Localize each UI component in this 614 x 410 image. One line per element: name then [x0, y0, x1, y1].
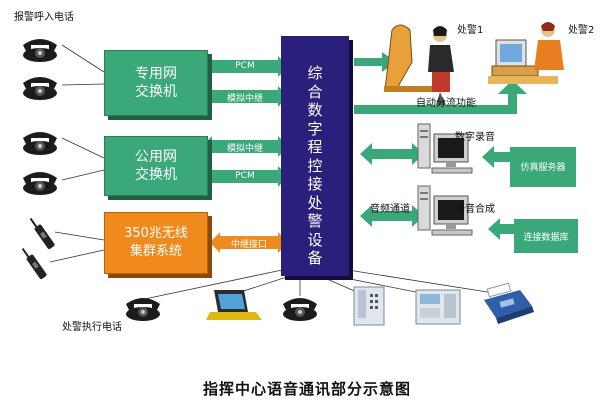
connector-lines: [49, 44, 501, 301]
telephone-icon: [23, 172, 57, 195]
officer2-label: 处警2: [568, 25, 595, 36]
link-arrows: [202, 56, 288, 253]
radio-handset-icon: [21, 247, 48, 280]
auto-dispatch-label: 自动分流功能: [416, 98, 476, 109]
diagram-caption: 指挥中心语音通讯部分示意图: [202, 380, 411, 398]
dispatch-phone-label: 处警执行电话: [62, 322, 122, 333]
telephone-icon: [126, 298, 160, 321]
voice-synth-label: 语音合成: [455, 204, 495, 215]
database-link-box: [514, 219, 578, 253]
pcm-link-label: PCM: [235, 61, 255, 71]
operator-desk-icon: [488, 22, 564, 84]
officer1-label: 处警1: [457, 25, 484, 36]
pcm-link-label: PCM: [235, 171, 255, 181]
telephone-icon: [283, 298, 317, 321]
radio-handset-icon: [29, 217, 56, 250]
analog-trunk-label: 模拟中继: [226, 144, 263, 154]
private-switch-box: 专用网 交换机: [104, 50, 208, 116]
core-device-label: 综 合 数 字 程 控 接 处 警 设 备: [307, 64, 323, 267]
analog-trunk-label: 模拟中继: [226, 94, 263, 104]
simulation-service-box: [510, 147, 576, 187]
core-device-box: [281, 36, 349, 276]
telephone-icon: [23, 77, 57, 100]
alarm-incoming-label: 报警呼入电话: [14, 12, 74, 23]
database-link-label: 连接数据库: [523, 233, 569, 243]
trunk-system-box: 350兆无线 集群系统: [104, 212, 208, 274]
laptop-icon: [206, 290, 262, 320]
wall-phone-icon: [353, 286, 385, 326]
operator-desk-icon: [384, 24, 454, 105]
wall-phone-icon: [415, 289, 461, 325]
simulation-service-label: 仿真服务器: [520, 163, 566, 173]
digital-record-label: 数字录音: [455, 132, 495, 143]
right-arrows: [354, 52, 527, 240]
public-switch-box: 公用网 交换机: [104, 136, 208, 196]
relay-interface-label: 中继接口: [230, 240, 267, 250]
audio-channel-label: 音频通道: [370, 204, 410, 215]
fax-machine-icon: [484, 282, 534, 324]
telephone-icon: [23, 132, 57, 155]
telephone-icon: [23, 39, 57, 62]
